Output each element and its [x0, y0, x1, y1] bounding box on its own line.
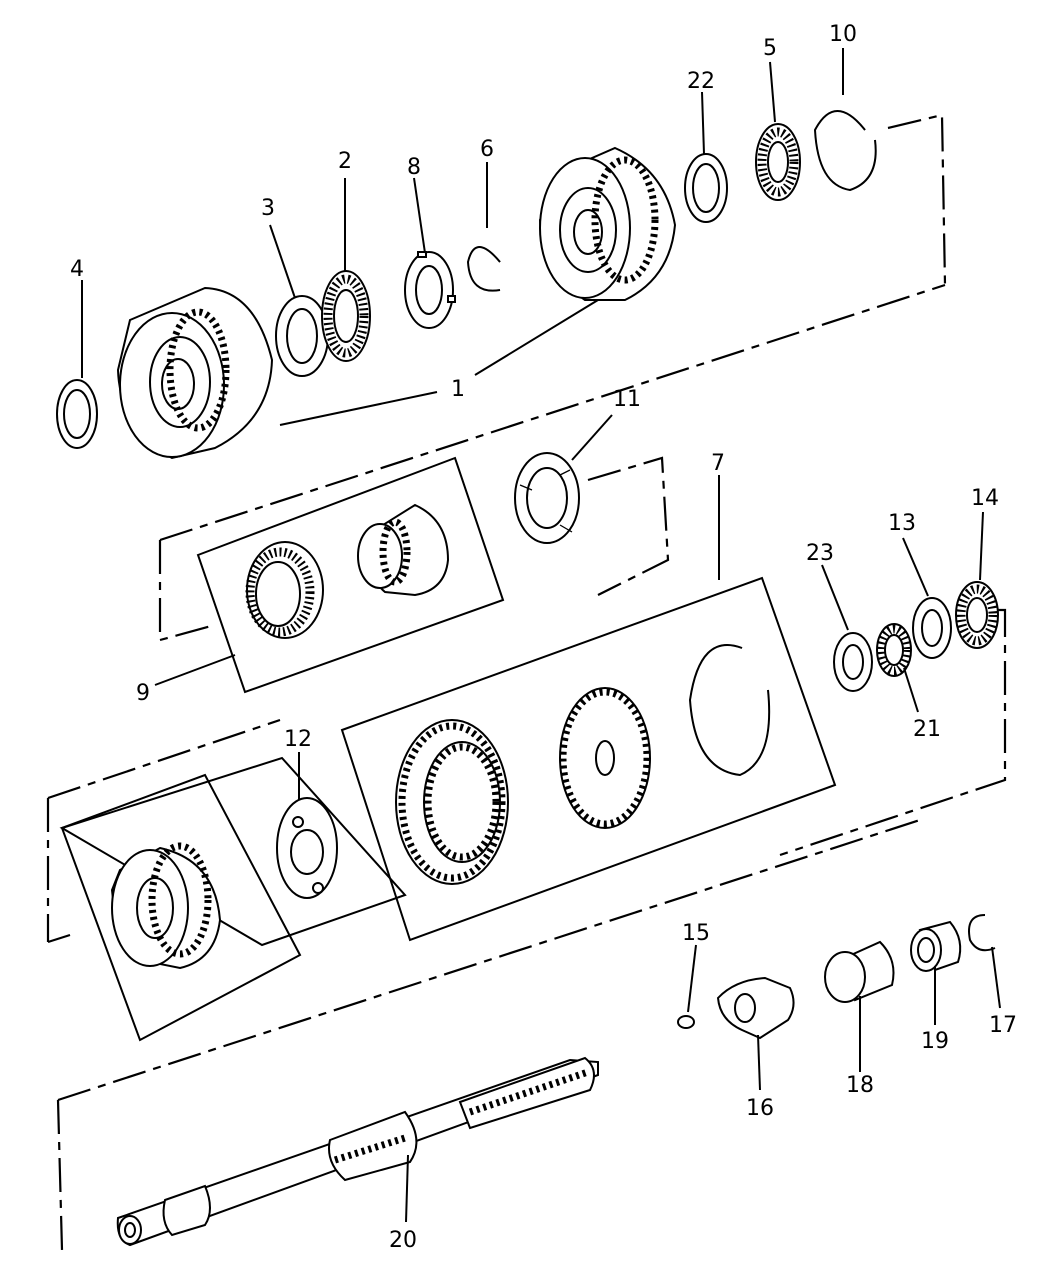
callout-17: 17: [989, 1013, 1017, 1038]
assembly-boundary-top: [158, 113, 947, 642]
planetary-carrier-lower: [110, 842, 222, 970]
thrust-washer-22: [684, 153, 728, 223]
thrust-washer-13: [912, 597, 952, 659]
callout-23: 23: [806, 541, 834, 566]
output-shaft-20: [116, 1056, 599, 1247]
callout-14: 14: [971, 486, 999, 511]
thrust-bearing-14: [955, 581, 999, 649]
ring-gear-7: [395, 719, 509, 885]
thrust-washer-3: [275, 295, 329, 377]
bushing-18: [824, 940, 895, 1003]
bushing-19: [910, 920, 962, 972]
thrust-washer-23: [833, 632, 873, 692]
planetary-drum-1: [116, 286, 274, 460]
callout-12: 12: [284, 727, 312, 752]
thrust-bearing-2: [321, 270, 371, 362]
snap-ring-7: [688, 643, 771, 777]
callout-15: 15: [682, 921, 710, 946]
assembly-boundary-bottom: [56, 818, 921, 1251]
callout-13: 13: [888, 511, 916, 536]
nut-15: [677, 1015, 695, 1029]
thrust-bearing-21: [876, 623, 912, 677]
callout-9: 9: [136, 681, 150, 706]
sprag-race-9b: [357, 503, 450, 597]
lever-16: [716, 976, 795, 1040]
callout-10: 10: [829, 22, 857, 47]
group-frame-7: [340, 576, 837, 942]
callout-11: 11: [613, 387, 641, 412]
thrust-plate-12: [276, 797, 338, 899]
tabbed-washer-8: [404, 251, 456, 329]
thrust-bearing-5: [755, 123, 801, 201]
group-frame-9: [196, 456, 505, 694]
leader-lines: [81, 48, 1001, 1223]
callout-8: 8: [407, 155, 421, 180]
callout-7: 7: [711, 451, 725, 476]
snap-ring-10: [813, 110, 877, 192]
snap-ring-17: [968, 914, 996, 952]
thrust-plate-11: [514, 452, 580, 544]
sprag-clutch-9a: [245, 541, 324, 639]
callout-19: 19: [921, 1029, 949, 1054]
callout-20: 20: [389, 1228, 417, 1253]
callout-1: 1: [451, 377, 465, 402]
thrust-washer-4: [56, 379, 98, 449]
callout-2: 2: [338, 149, 352, 174]
planetary-carrier-1: [538, 146, 677, 301]
snap-ring-6: [466, 246, 501, 292]
callout-3: 3: [261, 196, 275, 221]
callout-4: 4: [70, 257, 84, 282]
callout-16: 16: [746, 1096, 774, 1121]
callout-22: 22: [687, 69, 715, 94]
assembly-boundary-middle: [46, 608, 1007, 944]
callout-5: 5: [763, 36, 777, 61]
group-frame-lower: [60, 773, 302, 1042]
callout-6: 6: [480, 137, 494, 162]
sun-gear-7: [559, 687, 651, 829]
callout-18: 18: [846, 1073, 874, 1098]
callout-21: 21: [913, 717, 941, 742]
